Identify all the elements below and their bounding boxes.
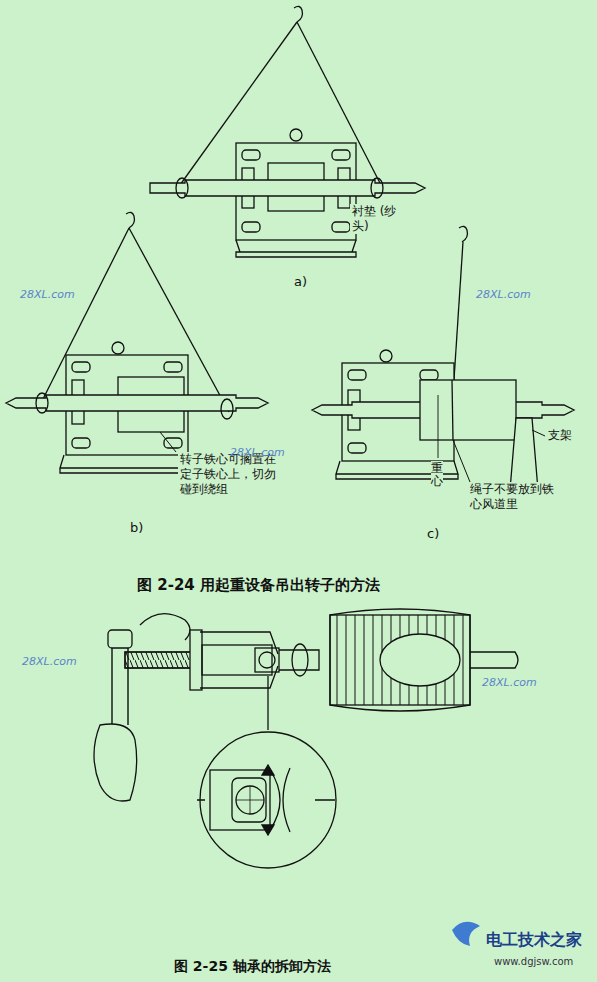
watermark: 28XL.com xyxy=(228,446,287,460)
figure-caption: 图 2-24 用起重设备吊出转子的方法 xyxy=(135,576,382,595)
bearing-puller xyxy=(94,609,518,868)
motor-a xyxy=(150,6,425,257)
callout-label: 重心 xyxy=(431,461,443,489)
callout-label: 支架 xyxy=(546,428,574,443)
subfigure-label: b) xyxy=(128,520,145,536)
watermark: 28XL.com xyxy=(474,288,533,302)
motor-c xyxy=(312,226,574,490)
subfigure-label: a) xyxy=(292,274,309,290)
callout-label: 衬垫 (纱头) xyxy=(350,204,400,234)
figure-caption: 图 2-25 轴承的拆卸方法 xyxy=(172,958,333,976)
site-name: 电工技术之家 xyxy=(484,930,584,950)
site-logo xyxy=(452,922,480,946)
watermark: 28XL.com xyxy=(18,288,77,302)
callout-label: 绳子不要放到铁心风道里 xyxy=(468,482,556,512)
watermark: 28XL.com xyxy=(480,676,539,690)
subfigure-label: c) xyxy=(425,526,441,542)
motor-b xyxy=(6,212,268,473)
site-url: www.dgjsw.com xyxy=(492,956,575,969)
watermark: 28XL.com xyxy=(20,655,79,669)
